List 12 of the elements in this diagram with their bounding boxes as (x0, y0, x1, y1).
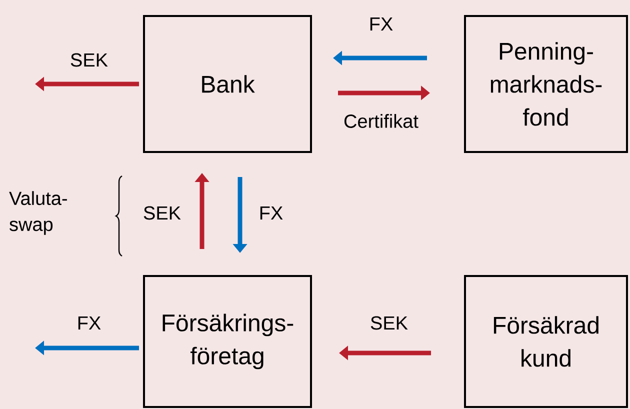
box: Bank (143, 15, 312, 153)
edge-label: FX (370, 17, 393, 31)
edge-label: SEK (370, 316, 408, 330)
edge-label: FX (260, 206, 283, 220)
edge-label: SEK (144, 206, 181, 220)
edge-label: FX (78, 316, 101, 330)
box: Försäkrings- företag (143, 274, 312, 408)
box: Penning- marknads- fond (464, 15, 628, 153)
box: Försäkrad kund (464, 274, 628, 408)
side-label: Valuta- swap (9, 191, 67, 235)
edge-label: Certifikat (344, 114, 418, 128)
edge-label: SEK (70, 53, 108, 67)
